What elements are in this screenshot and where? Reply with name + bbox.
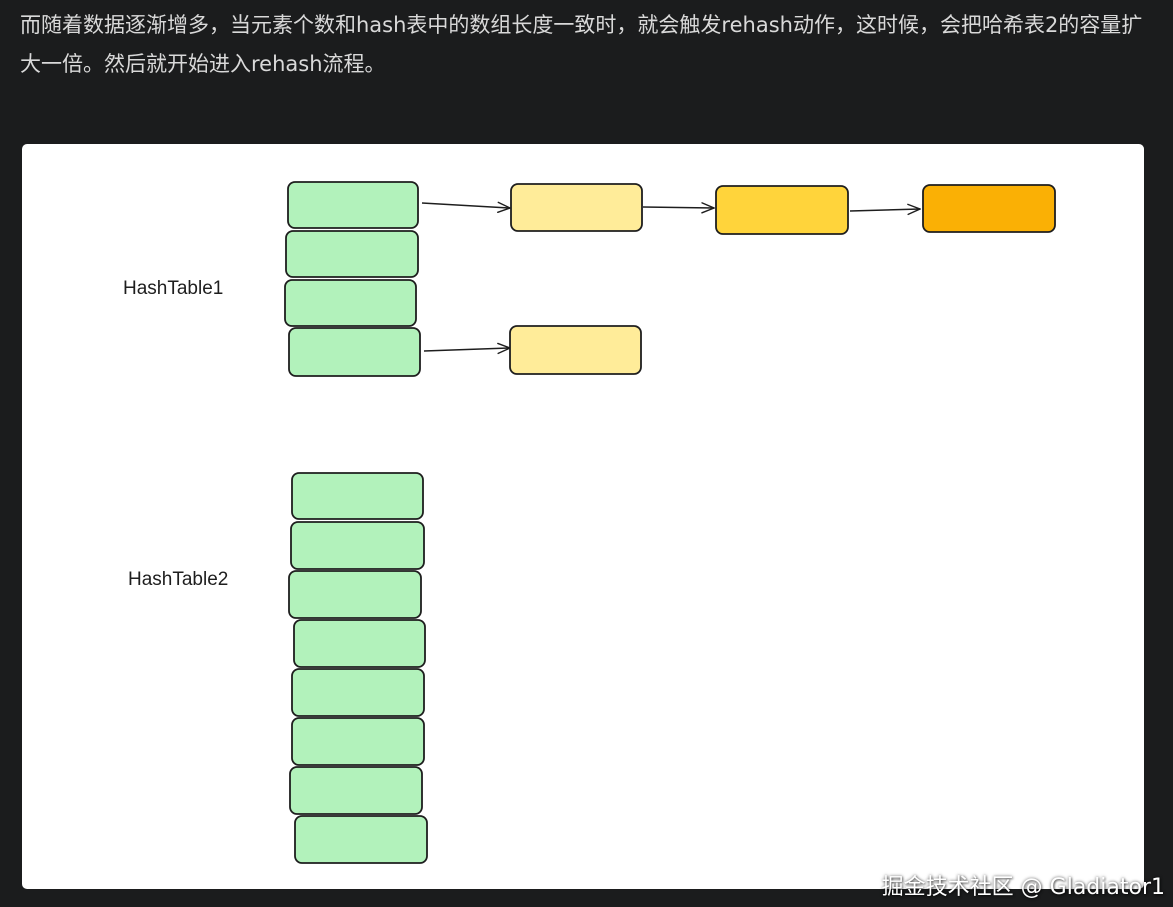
hashtable2-slot — [288, 570, 422, 619]
hashtable2-slot — [293, 619, 426, 668]
watermark: 掘金技术社区 @ Gladiator1 — [881, 875, 1165, 900]
hashtable1-slot — [284, 279, 417, 327]
chain-arrow — [642, 207, 714, 208]
chain-node-mid — [715, 185, 849, 235]
chain-node-dark — [922, 184, 1056, 233]
hashtable1-slot — [287, 181, 419, 229]
chain-node-light — [510, 183, 643, 232]
hashtable1-chain-4 — [423, 325, 642, 375]
rehash-diagram: HashTable1 HashTable2 — [22, 144, 1144, 889]
chain-node-light — [509, 325, 642, 375]
hashtable2-slot — [290, 521, 425, 570]
hashtable2-slot — [291, 717, 425, 766]
hashtable1-slot — [288, 327, 421, 377]
hashtable2-slot — [291, 472, 424, 520]
hashtable1-chain-1 — [421, 183, 1056, 235]
hashtable2-slot — [289, 766, 423, 815]
hashtable2-slot — [294, 815, 428, 864]
hashtable2-slot — [291, 668, 425, 717]
article-paragraph: 而随着数据逐渐增多，当元素个数和hash表中的数组长度一致时，就会触发rehas… — [20, 13, 1143, 76]
hashtable1-array — [284, 181, 421, 377]
hashtable1-label: HashTable1 — [123, 278, 224, 299]
diagram-canvas — [284, 181, 1056, 864]
hashtable1-slot — [285, 230, 419, 278]
hashtable2-label: HashTable2 — [128, 569, 229, 590]
hashtable2-array — [288, 472, 428, 864]
chain-arrow — [849, 209, 920, 211]
chain-arrow — [421, 203, 510, 208]
chain-arrow — [423, 348, 510, 351]
